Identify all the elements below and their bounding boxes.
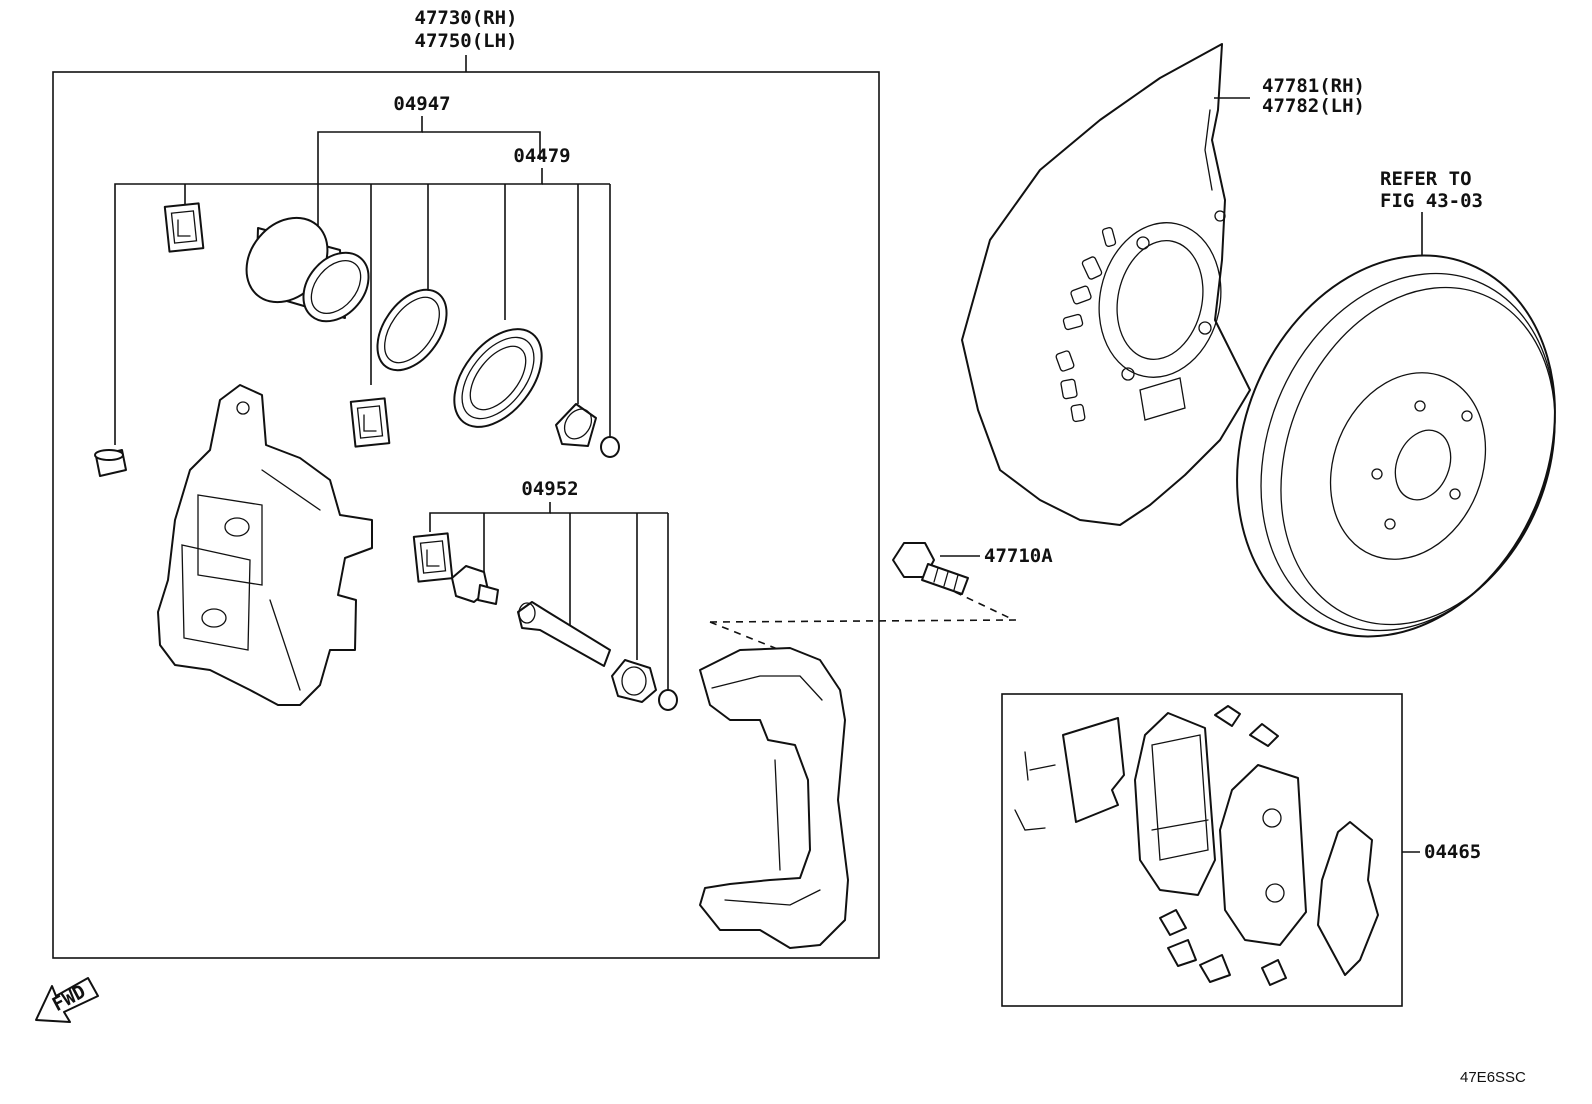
brake-pad-inner: [1134, 712, 1216, 896]
brake-disc-rotor: [1236, 254, 1556, 638]
bushing-ring: [600, 436, 620, 458]
guide-pin: [517, 601, 611, 667]
disc-brake-dust-cover: [961, 43, 1251, 526]
refer-note-line2: FIG 43-03: [1380, 190, 1483, 212]
outer-shim: [1317, 821, 1379, 976]
grease-packet-icon: [412, 532, 454, 583]
callout-caliper-rh[interactable]: 47730(RH): [415, 7, 518, 29]
refer-note-line1: REFER TO: [1380, 168, 1472, 190]
callout-cover-rh[interactable]: 47781(RH): [1262, 75, 1365, 97]
bleeder-cap: [94, 449, 127, 477]
caliper-bolt: [892, 542, 969, 595]
callout-slide-kit[interactable]: 04952: [521, 478, 578, 500]
pad-kit-frame: [1001, 693, 1403, 1007]
assembly-leader: [709, 619, 1017, 623]
forward-arrow-icon: FWD: [35, 977, 99, 1023]
brake-pad-outer: [1219, 764, 1307, 946]
callout-pad-kit[interactable]: 04465: [1424, 841, 1481, 863]
grease-packet-icon: [349, 397, 391, 448]
pin-boot: [611, 659, 657, 703]
callout-caliper-lh[interactable]: 47750(LH): [415, 30, 518, 52]
diagram-code: 47E6SSC: [1460, 1069, 1526, 1086]
piston-seal-ring: [376, 288, 448, 372]
caliper-piston: [245, 216, 370, 323]
anti-squeal-shim: [1062, 717, 1125, 823]
callout-cover-lh[interactable]: 47782(LH): [1262, 95, 1365, 117]
dust-boot: [453, 328, 543, 428]
callout-bolt[interactable]: 47710A: [984, 545, 1053, 567]
callout-seal-kit[interactable]: 04479: [513, 145, 570, 167]
slide-pin-bolt: [451, 565, 499, 605]
pin-ring: [658, 689, 678, 711]
caliper-bushing: [555, 403, 597, 447]
callout-piston-kit[interactable]: 04947: [393, 93, 450, 115]
caliper-body: [157, 384, 373, 706]
pad-clip: [1159, 705, 1287, 986]
grease-packet-icon: [163, 202, 205, 253]
caliper-mounting-bracket: [699, 647, 849, 949]
